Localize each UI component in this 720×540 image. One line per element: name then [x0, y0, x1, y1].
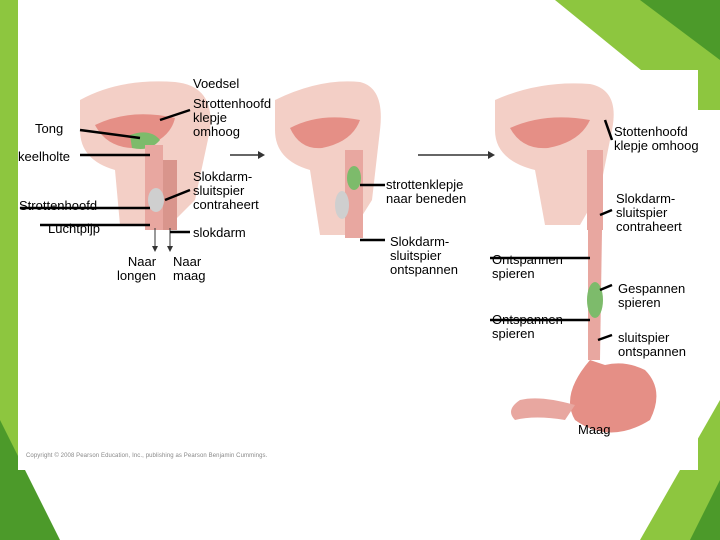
label-slokdarm-sluitspier-contraheert-2: Slokdarm- sluitspier contraheert — [616, 191, 682, 234]
label-strottenhoofd: Strottenhoofd — [19, 198, 98, 213]
step-arrow-2 — [418, 151, 495, 159]
label-tong: Tong — [35, 121, 64, 136]
label-ontspannen-spieren-2: Ontspannen spieren — [492, 312, 563, 341]
label-naar-longen: Naar longen — [117, 254, 157, 283]
top-right-triangle-dark — [640, 0, 720, 60]
label-maag: Maag — [578, 422, 611, 437]
label-luchtpijp: Luchtpijp — [48, 221, 101, 236]
label-sluitspier-ontspannen: sluitspier ontspannen — [618, 330, 686, 359]
label-slokdarm-sluitspier-contraheert-1: Slokdarm- sluitspier contraheert — [193, 169, 259, 212]
bottom-right-triangle-dark — [690, 480, 720, 540]
head-panel-1 — [80, 81, 211, 252]
label-slokdarm-sluitspier-ontspannen: Slokdarm- sluitspier ontspannen — [390, 234, 458, 277]
bottom-left-triangle — [0, 420, 60, 540]
step-arrow-1 — [230, 151, 265, 159]
head-panel-2 — [275, 81, 381, 238]
label-gespannen-spieren: Gespannen spieren — [618, 281, 686, 310]
label-strottenklepje-naar-beneden: strottenklepje naar beneden — [386, 177, 467, 206]
label-slokdarm: slokdarm — [193, 225, 246, 240]
label-ontspannen-spieren-1: Ontspannen spieren — [492, 252, 563, 281]
left-green-bar — [0, 0, 18, 540]
label-voedsel: Voedsel — [193, 76, 240, 91]
label-naar-maag: Naar maag — [173, 254, 206, 283]
pointer-lines — [20, 108, 614, 342]
copyright-notice: Copyright © 2008 Pearson Education, Inc.… — [26, 453, 268, 459]
label-stottenhoofd-klepje-omhoog: Stottenhoofd klepje omhoog — [614, 124, 699, 153]
head-panel-3 — [495, 83, 657, 433]
label-klepje-omhoog: Strottenhoofd klepje omhoog — [193, 96, 272, 139]
label-keelholte: keelholte — [18, 149, 71, 164]
